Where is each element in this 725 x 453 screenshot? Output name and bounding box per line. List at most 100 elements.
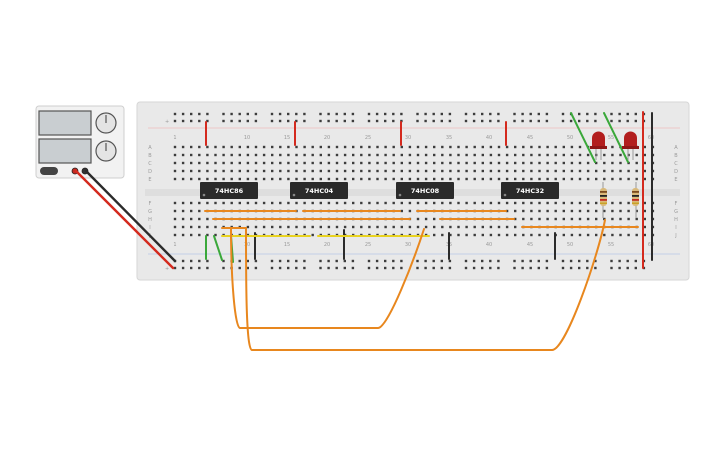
breadboard-hole[interactable]: [230, 145, 233, 149]
breadboard-hole[interactable]: [481, 153, 484, 157]
chip-74hc86[interactable]: 74HC86: [200, 182, 258, 199]
breadboard-hole[interactable]: [424, 153, 428, 157]
breadboard-hole[interactable]: [367, 112, 371, 116]
breadboard-hole[interactable]: [538, 145, 541, 149]
breadboard-hole[interactable]: [287, 153, 290, 157]
breadboard-hole[interactable]: [198, 169, 201, 173]
breadboard-hole[interactable]: [441, 233, 444, 237]
breadboard-hole[interactable]: [586, 169, 590, 173]
breadboard-hole[interactable]: [586, 217, 590, 221]
breadboard-hole[interactable]: [424, 112, 427, 116]
breadboard-hole[interactable]: [173, 266, 177, 270]
breadboard-hole[interactable]: [376, 177, 379, 181]
breadboard-hole[interactable]: [254, 145, 258, 149]
breadboard-hole[interactable]: [513, 119, 516, 123]
breadboard-hole[interactable]: [375, 259, 379, 263]
breadboard-hole[interactable]: [530, 233, 533, 237]
breadboard-hole[interactable]: [352, 201, 355, 205]
breadboard-hole[interactable]: [603, 177, 606, 181]
breadboard-hole[interactable]: [522, 209, 525, 213]
breadboard-hole[interactable]: [295, 153, 298, 157]
breadboard-hole[interactable]: [505, 233, 509, 237]
breadboard-hole[interactable]: [578, 119, 581, 123]
breadboard-hole[interactable]: [546, 169, 549, 173]
wire-orange-loop-1[interactable]: [230, 227, 425, 329]
breadboard-hole[interactable]: [181, 177, 185, 181]
breadboard-hole[interactable]: [287, 112, 290, 116]
breadboard-hole[interactable]: [497, 177, 501, 181]
breadboard-hole[interactable]: [489, 259, 492, 263]
breadboard-hole[interactable]: [327, 259, 330, 263]
breadboard-hole[interactable]: [472, 266, 476, 270]
breadboard-hole[interactable]: [311, 153, 314, 157]
breadboard-hole[interactable]: [441, 177, 444, 181]
breadboard-hole[interactable]: [464, 112, 468, 116]
breadboard-hole[interactable]: [214, 145, 217, 149]
breadboard-hole[interactable]: [505, 153, 509, 157]
breadboard-hole[interactable]: [352, 233, 355, 237]
breadboard-hole[interactable]: [595, 201, 598, 205]
breadboard-hole[interactable]: [278, 259, 282, 263]
breadboard-hole[interactable]: [481, 177, 484, 181]
breadboard-hole[interactable]: [643, 233, 646, 237]
breadboard-hole[interactable]: [594, 112, 597, 116]
breadboard-hole[interactable]: [586, 161, 590, 165]
breadboard-hole[interactable]: [449, 225, 452, 229]
breadboard-hole[interactable]: [473, 201, 476, 205]
breadboard-hole[interactable]: [449, 169, 452, 173]
breadboard-hole[interactable]: [206, 225, 209, 229]
breadboard-hole[interactable]: [562, 177, 565, 181]
breadboard-hole[interactable]: [343, 145, 347, 149]
breadboard-hole[interactable]: [198, 119, 201, 123]
breadboard-hole[interactable]: [465, 177, 468, 181]
breadboard-hole[interactable]: [262, 225, 266, 229]
breadboard-hole[interactable]: [643, 225, 646, 229]
breadboard-hole[interactable]: [457, 201, 460, 205]
breadboard-hole[interactable]: [433, 161, 436, 165]
breadboard-hole[interactable]: [368, 153, 371, 157]
breadboard-hole[interactable]: [384, 169, 387, 173]
breadboard-hole[interactable]: [441, 153, 444, 157]
breadboard-hole[interactable]: [521, 119, 524, 123]
breadboard-hole[interactable]: [634, 266, 637, 270]
breadboard-hole[interactable]: [634, 119, 637, 123]
breadboard-hole[interactable]: [610, 112, 613, 116]
breadboard-hole[interactable]: [246, 119, 249, 123]
breadboard-hole[interactable]: [376, 145, 379, 149]
breadboard-hole[interactable]: [569, 119, 573, 123]
breadboard-hole[interactable]: [538, 153, 541, 157]
breadboard-hole[interactable]: [578, 217, 582, 221]
breadboard-hole[interactable]: [530, 169, 533, 173]
breadboard-hole[interactable]: [505, 169, 509, 173]
breadboard-hole[interactable]: [618, 119, 621, 123]
breadboard-hole[interactable]: [319, 177, 322, 181]
breadboard-hole[interactable]: [586, 112, 589, 116]
breadboard-hole[interactable]: [643, 161, 646, 165]
breadboard-hole[interactable]: [206, 233, 209, 237]
breadboard-hole[interactable]: [449, 161, 452, 165]
breadboard-hole[interactable]: [440, 119, 443, 123]
breadboard-hole[interactable]: [214, 153, 217, 157]
breadboard-hole[interactable]: [238, 259, 241, 263]
breadboard-hole[interactable]: [545, 266, 549, 270]
breadboard-hole[interactable]: [206, 112, 209, 116]
breadboard-hole[interactable]: [360, 177, 363, 181]
breadboard-hole[interactable]: [400, 209, 403, 213]
wire-power-negative[interactable]: [84, 169, 177, 263]
breadboard-hole[interactable]: [343, 153, 347, 157]
chip-74hc04[interactable]: 74HC04: [290, 182, 348, 199]
breadboard-hole[interactable]: [392, 112, 395, 116]
breadboard-hole[interactable]: [343, 119, 346, 123]
breadboard-hole[interactable]: [546, 209, 549, 213]
breadboard-hole[interactable]: [319, 112, 322, 116]
breadboard-hole[interactable]: [198, 112, 201, 116]
breadboard-hole[interactable]: [319, 169, 322, 173]
breadboard-hole[interactable]: [537, 112, 540, 116]
breadboard-hole[interactable]: [222, 161, 225, 165]
breadboard-hole[interactable]: [190, 233, 193, 237]
breadboard-hole[interactable]: [351, 112, 355, 116]
breadboard-hole[interactable]: [441, 161, 444, 165]
breadboard-hole[interactable]: [214, 177, 217, 181]
breadboard-hole[interactable]: [198, 177, 201, 181]
breadboard-hole[interactable]: [376, 225, 379, 229]
